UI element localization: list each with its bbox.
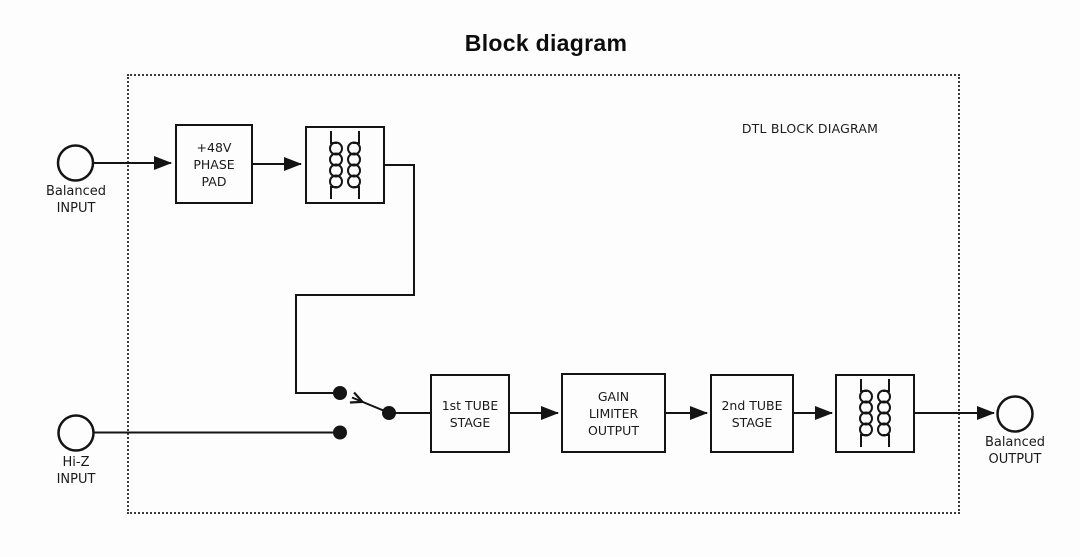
transformer-icon — [329, 131, 361, 199]
switch-arm — [352, 398, 388, 413]
block-phase-pad: +48V PHASE PAD — [175, 124, 253, 204]
transformer-icon — [859, 379, 891, 447]
block-gain-limiter-label: GAIN LIMITER OUTPUT — [588, 388, 639, 438]
hi-z-input-terminal — [57, 414, 95, 452]
block-second-tube-stage: 2nd TUBE STAGE — [710, 374, 794, 453]
hi-z-input-label: Hi-Z INPUT — [56, 455, 96, 487]
balanced-output-label: Balanced OUTPUT — [984, 435, 1046, 467]
diagram-frame-label: DTL BLOCK DIAGRAM — [741, 121, 879, 136]
switch-common-pole — [382, 406, 396, 420]
block-second-tube-stage-label: 2nd TUBE STAGE — [721, 397, 783, 430]
balanced-output-terminal — [996, 395, 1034, 433]
block-first-tube-stage-label: 1st TUBE STAGE — [441, 397, 499, 430]
wire-input-transformer-to-switch — [295, 164, 415, 394]
balanced-input-label: Balanced INPUT — [45, 184, 107, 216]
block-output-transformer — [835, 374, 915, 453]
block-gain-limiter: GAIN LIMITER OUTPUT — [561, 373, 666, 453]
page-title: Block diagram — [464, 30, 628, 56]
balanced-input-terminal — [56, 144, 95, 182]
block-phase-pad-label: +48V PHASE PAD — [193, 139, 235, 189]
switch-contact-hi-z — [333, 425, 347, 440]
switch-contact-balanced — [333, 386, 347, 400]
diagram-frame — [127, 74, 960, 514]
block-input-transformer — [305, 126, 385, 204]
block-first-tube-stage: 1st TUBE STAGE — [430, 374, 510, 453]
input-selector-switch — [333, 386, 396, 440]
